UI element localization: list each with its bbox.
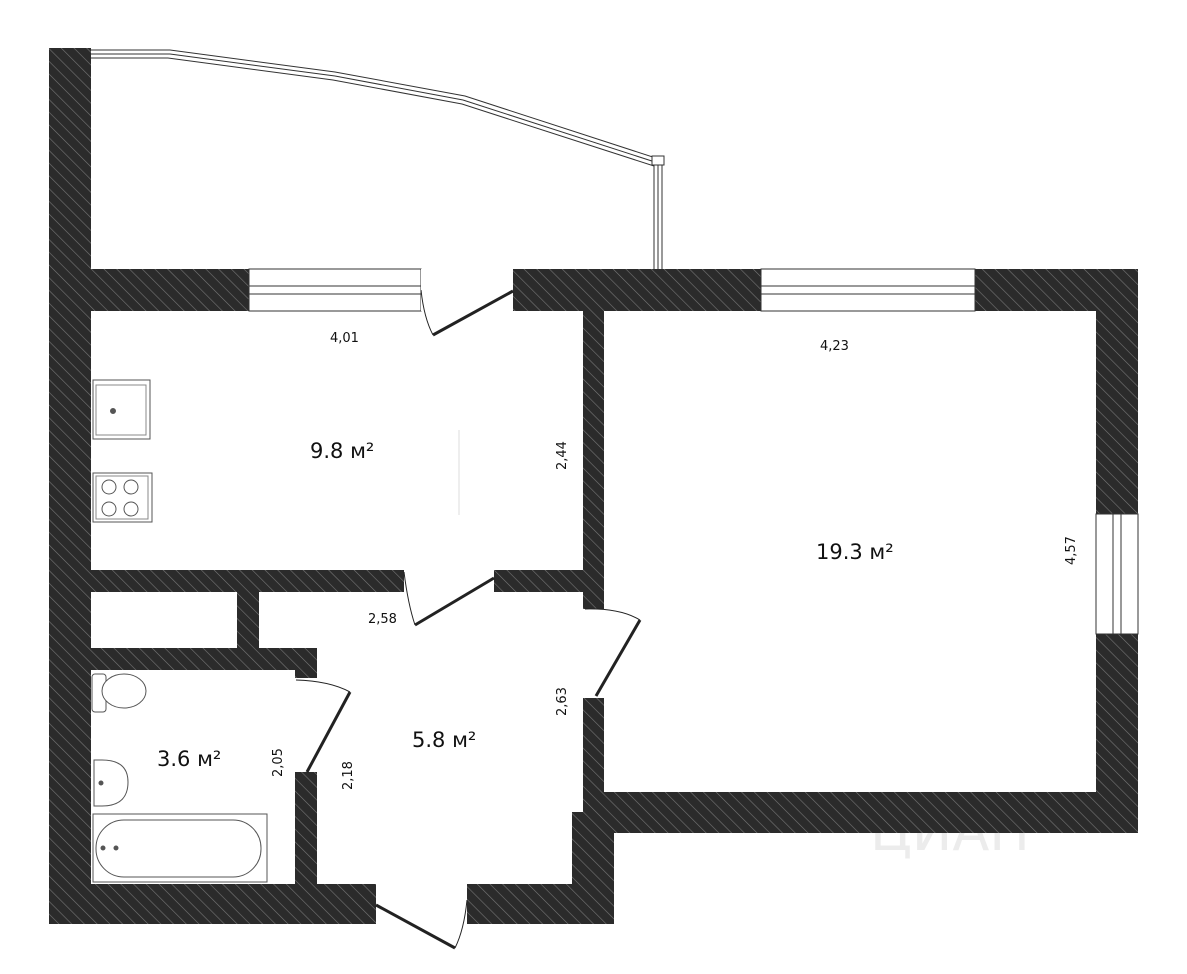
wall-kitchen-top-left [91, 269, 249, 311]
kitchen-area-label: 9.8 м² [310, 439, 374, 463]
living-area-label: 19.3 м² [816, 540, 894, 564]
wall-left-outer [49, 48, 91, 924]
window-living-right [1095, 513, 1139, 635]
wall-living-bottom [602, 792, 1138, 833]
bathtub-icon [92, 813, 268, 883]
wall-bottom-right [467, 884, 614, 924]
balcony [91, 49, 665, 269]
door-entrance-leaf [375, 903, 456, 950]
wall-bottom-left [49, 884, 376, 924]
wall-right-upper [1096, 269, 1138, 514]
dim-living-depth: 4,57 [1064, 536, 1079, 565]
bath-area-label: 3.6 м² [157, 747, 221, 771]
walls [49, 48, 1138, 924]
dim-hall-side: 2,18 [341, 761, 356, 790]
door-kitchen-leaf [414, 576, 495, 627]
wall-bath-right-lower [295, 772, 317, 884]
wall-kitchen-bottom-right [494, 570, 583, 592]
toilet-icon [91, 673, 147, 713]
dim-hall-depth: 2,63 [555, 687, 570, 716]
wall-partition-kitchen-living [583, 311, 604, 609]
windows [248, 268, 1139, 635]
hall-area-label: 5.8 м² [412, 728, 476, 752]
wall-bath-top [91, 648, 317, 670]
door-living-leaf [594, 619, 642, 697]
wall-top-middle [513, 269, 761, 311]
dim-kitchen-width: 4,01 [330, 331, 359, 346]
wall-kitchen-bottom-left [91, 570, 404, 592]
wall-partition-hall-living [583, 698, 604, 812]
area-labels: 9.8 м² 19.3 м² 5.8 м² 3.6 м² [157, 439, 894, 771]
door-bath-leaf [305, 691, 352, 773]
dim-hall-width: 2,58 [368, 612, 397, 627]
window-living-top [760, 268, 976, 312]
wall-bath-right-upper [295, 648, 317, 678]
dim-kitchen-depth: 2,44 [555, 441, 570, 470]
dim-living-width: 4,23 [820, 339, 849, 354]
dim-bath-depth: 2,05 [271, 748, 286, 777]
washbasin-icon [93, 759, 129, 807]
door-balcony-leaf [432, 289, 514, 337]
fixtures [91, 379, 460, 883]
doors [295, 269, 642, 950]
window-kitchen [248, 268, 422, 312]
dimension-labels: 4,01 2,44 4,23 4,57 2,58 2,63 2,05 2,18 [271, 331, 1079, 790]
